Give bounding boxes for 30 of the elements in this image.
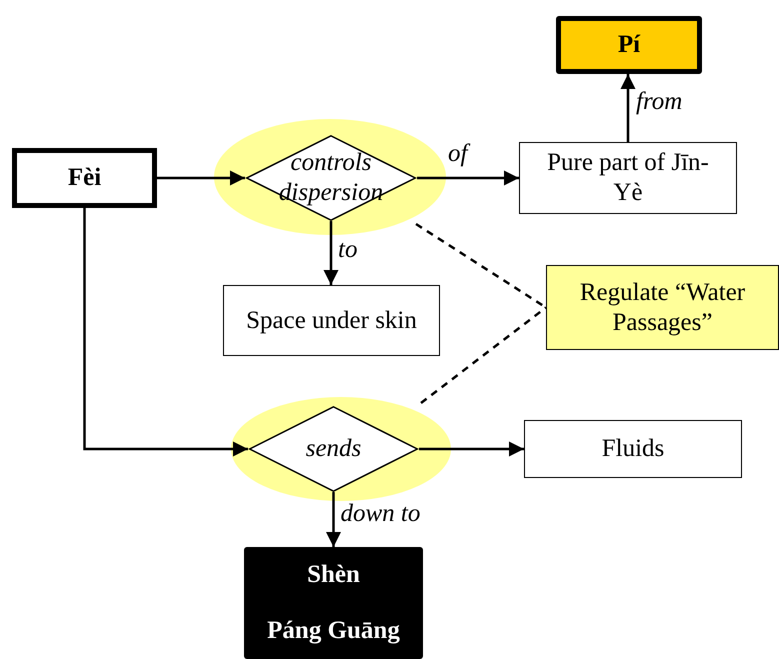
process-box: [12, 148, 157, 208]
arrow: [157, 170, 245, 186]
process-box: [546, 265, 779, 350]
node-label: Fèi: [68, 163, 102, 193]
arrow: [326, 492, 341, 547]
arrow: [417, 170, 519, 186]
arrow: [83, 208, 248, 456]
node-label: Pure part of Jīn-Yè: [546, 148, 710, 208]
node-label: Shèn: [307, 560, 360, 590]
decision-diamond: [245, 135, 417, 221]
process-box: [244, 547, 423, 659]
node-label: Fluids: [602, 434, 664, 464]
edge-label: down to: [340, 500, 420, 528]
edge-label: from: [636, 88, 682, 116]
node-label: Regulate “Water Passages”: [578, 278, 746, 338]
node-label: Pí: [618, 30, 640, 60]
dashed-connector: [420, 306, 547, 404]
process-box: [519, 142, 737, 214]
arrow: [324, 221, 338, 285]
process-box: [556, 16, 702, 74]
node-label: Páng Guāng: [267, 616, 400, 646]
process-box: [223, 285, 440, 356]
edge-label: to: [338, 236, 358, 264]
arrow: [419, 442, 524, 456]
process-box: [524, 420, 742, 478]
decision-diamond: [248, 406, 419, 492]
node-label: controls dispersion: [278, 148, 384, 208]
arrow: [620, 74, 636, 142]
node-label: sends: [306, 434, 362, 464]
node-label: Space under skin: [246, 306, 417, 336]
